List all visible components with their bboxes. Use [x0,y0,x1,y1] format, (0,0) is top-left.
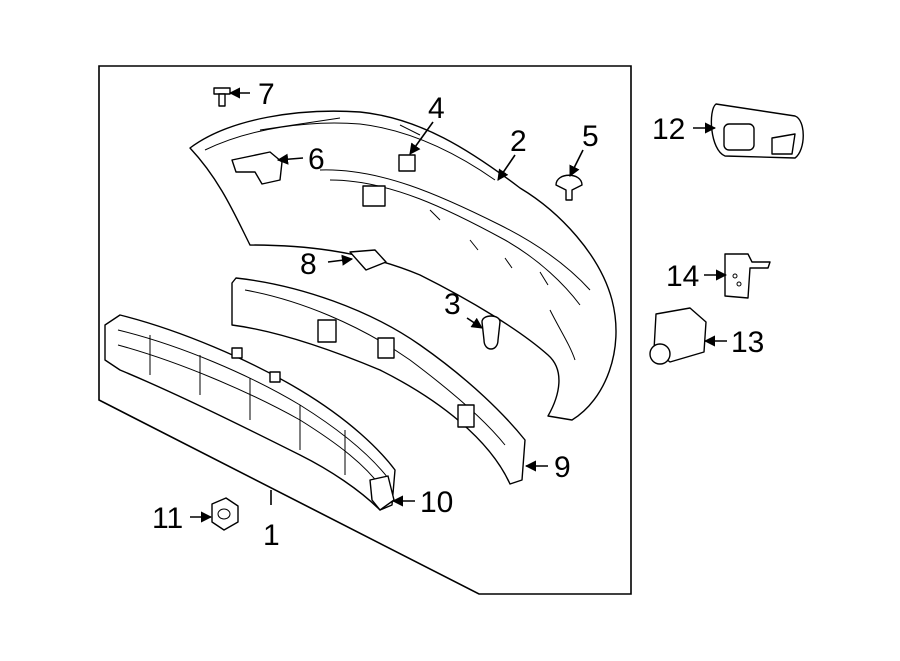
callout-10: 10 [420,486,453,519]
bumper-cover-part [189,110,617,421]
callout-3: 3 [444,288,461,321]
callout-5: 5 [582,120,599,153]
callout-9: 9 [554,451,571,484]
sensor-part [649,307,707,365]
callout-11: 11 [152,502,183,535]
callout-4: 4 [428,92,445,125]
reinforcement-bar-part [104,314,396,511]
callout-12: 12 [652,113,685,146]
clip-part [398,154,416,172]
assembly-frame [98,65,632,595]
sensor-bracket-part [724,253,771,299]
lower-bracket-part [369,475,395,511]
bolt-part [481,315,501,350]
retainer-clip-part [349,249,387,271]
callout-14: 14 [666,260,699,293]
nut-part [211,497,239,531]
bezel-part [710,103,804,159]
bracket-part [231,151,283,185]
callout-1: 1 [263,519,280,552]
callout-7: 7 [258,78,275,111]
callout-13: 13 [731,326,764,359]
energy-absorber-part [231,277,526,485]
push-retainer-part [555,174,583,201]
screw-part [213,87,231,107]
callout-8: 8 [300,248,317,281]
callout-2: 2 [510,125,527,158]
callout-6: 6 [308,143,325,176]
